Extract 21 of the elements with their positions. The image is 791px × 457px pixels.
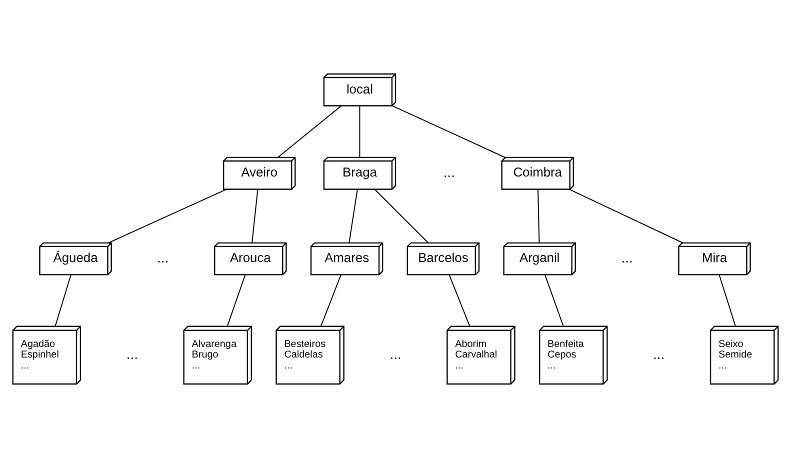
connector [226,274,246,326]
connector [252,188,258,243]
connector [54,274,72,326]
connector [359,104,360,158]
label: ... [390,345,402,362]
connector [374,188,429,243]
label: ... [157,248,169,265]
connector [108,188,227,243]
connector [568,188,684,243]
label: ... [621,248,633,265]
connector [544,274,564,326]
connector [320,274,342,326]
connector [537,188,540,243]
label: ... [653,345,665,362]
connector [718,274,736,326]
connector [348,188,358,243]
label: ... [126,345,138,362]
connector [392,104,506,158]
connector [278,104,342,158]
connector [448,274,470,326]
label: ... [443,164,455,180]
